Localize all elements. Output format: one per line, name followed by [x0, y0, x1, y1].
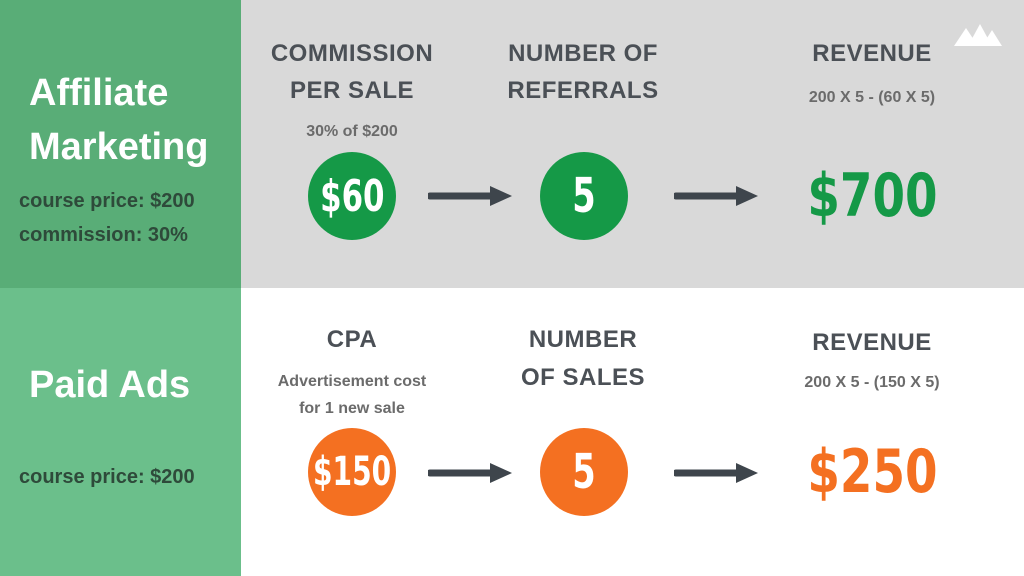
arrow-right-icon [428, 186, 512, 206]
referrals-value-circle: 5 [540, 152, 628, 240]
paid-ads-revenue-heading: REVENUE [812, 329, 932, 356]
commission-heading-line1: COMMISSION [270, 40, 434, 67]
arrow-right-icon [674, 463, 758, 483]
commission-note: 30% of $200 [306, 123, 398, 140]
affiliate-revenue-formula: 200 X 5 - (60 X 5) [808, 89, 936, 106]
affiliate-title-line2: Marketing [29, 126, 209, 168]
cpa-value: $150 [312, 449, 392, 495]
cpa-note-line2: for 1 new sale [299, 400, 405, 417]
sales-value-circle: 5 [540, 428, 628, 516]
commission-heading-line2: PER SALE [289, 77, 415, 104]
mountain-logo-icon [954, 24, 1002, 46]
commission-value-circle: $60 [308, 152, 396, 240]
affiliate-revenue-value-wrap: $700 [772, 161, 972, 231]
affiliate-revenue-value: $700 [806, 161, 938, 231]
affiliate-sidebar [0, 0, 241, 288]
cpa-heading: CPA [326, 326, 378, 353]
paid-ads-revenue-value-wrap: $250 [772, 437, 972, 507]
affiliate-panel [241, 0, 1024, 288]
commission-value: $60 [319, 170, 385, 222]
cpa-value-circle: $150 [308, 428, 396, 516]
affiliate-title-line1: Affiliate [29, 72, 169, 114]
affiliate-commission: commission: 30% [19, 224, 188, 246]
paid-ads-sidebar [0, 288, 241, 576]
sales-heading-line2: OF SALES [520, 364, 645, 391]
paid-ads-course-price: course price: $200 [19, 466, 195, 488]
paid-ads-revenue-formula: 200 X 5 - (150 X 5) [804, 374, 940, 391]
referrals-heading-line1: NUMBER OF [508, 40, 658, 67]
sales-heading-line1: NUMBER [528, 326, 638, 353]
arrow-right-icon [428, 463, 512, 483]
affiliate-course-price: course price: $200 [19, 190, 195, 212]
referrals-value: 5 [572, 168, 596, 224]
cpa-note-line1: Advertisement cost [277, 373, 427, 390]
paid-ads-title: Paid Ads [29, 364, 191, 406]
arrow-right-icon [674, 186, 758, 206]
affiliate-revenue-heading: REVENUE [812, 40, 932, 67]
paid-ads-revenue-value: $250 [806, 437, 938, 507]
sales-value: 5 [572, 444, 596, 500]
referrals-heading-line2: REFERRALS [507, 77, 659, 104]
